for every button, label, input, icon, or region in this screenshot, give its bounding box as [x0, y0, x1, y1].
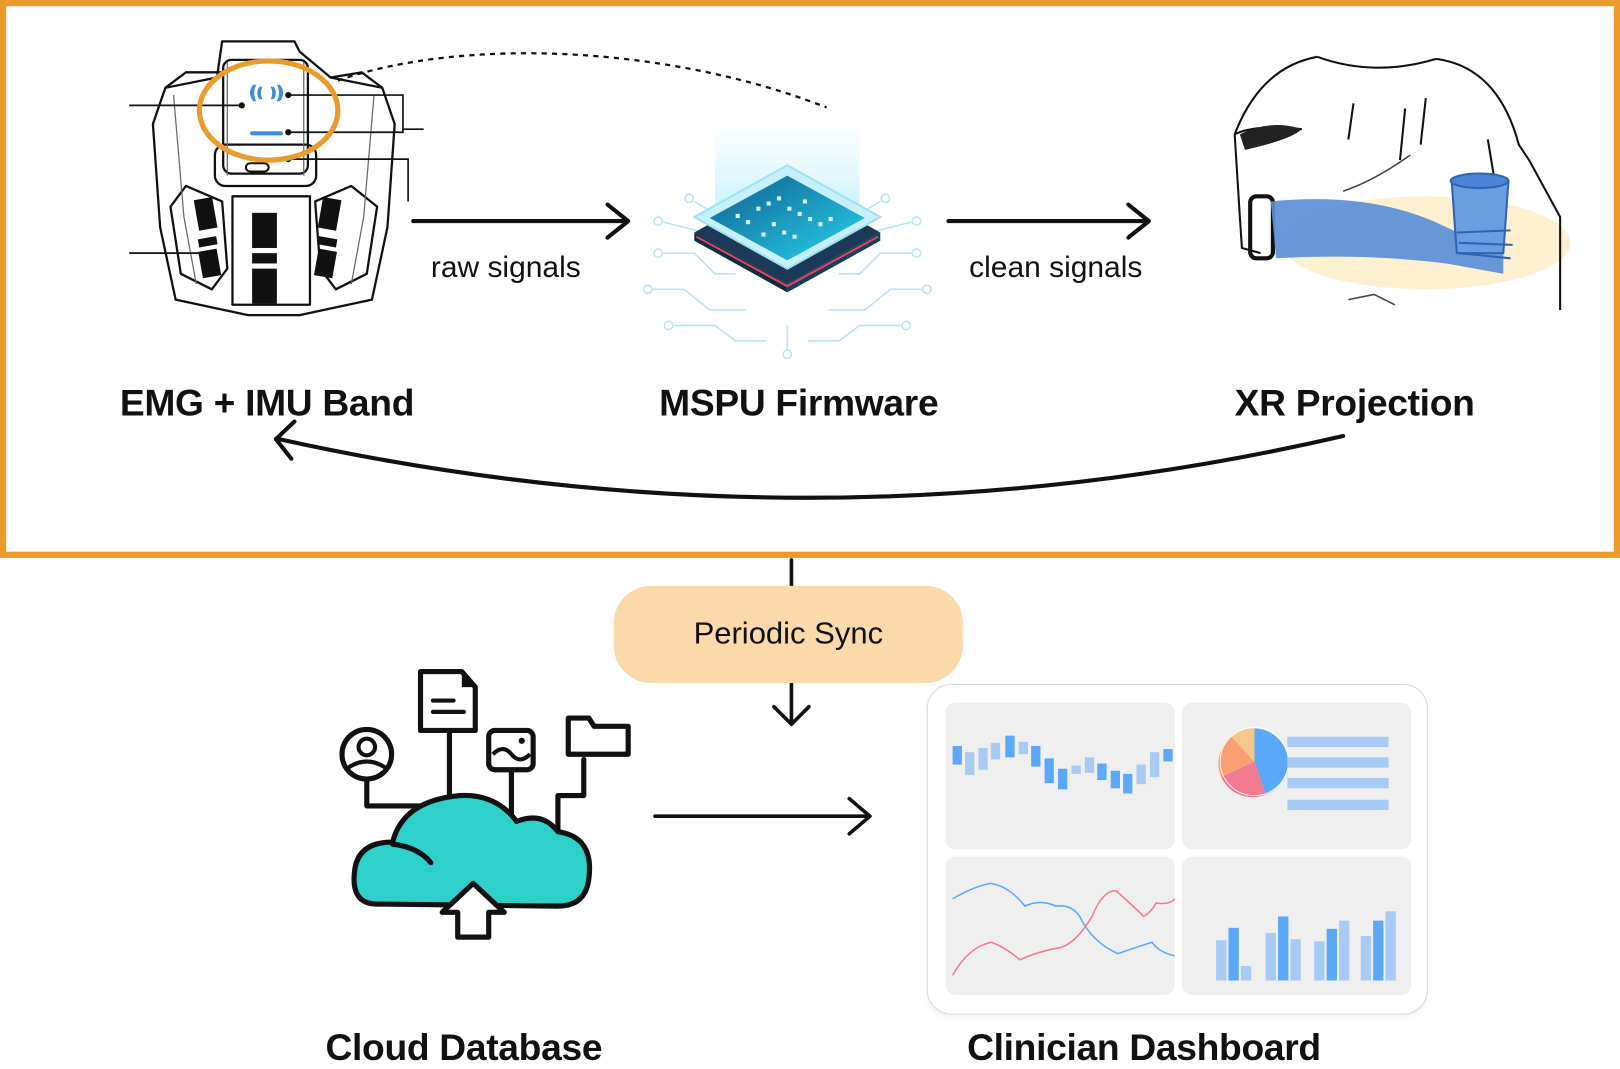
dashboard-graphics: [951, 726, 1396, 981]
line-series-blue: [952, 882, 1175, 957]
bar: [1290, 939, 1301, 981]
candle-bar: [1123, 773, 1133, 794]
candle-bar: [1136, 764, 1146, 785]
candle-bar: [1057, 768, 1068, 790]
node-label-clinician-dashboard: Clinician Dashboard: [967, 1025, 1321, 1069]
node-label-mspu-firmware: MSPU Firmware: [659, 381, 939, 424]
candle-bar: [1031, 745, 1041, 767]
bar: [1360, 936, 1372, 981]
candle-bar: [965, 752, 975, 775]
candle-bar: [1163, 749, 1173, 762]
candle-bar: [1005, 735, 1015, 758]
dashboard-panel-lines: [945, 856, 1175, 995]
candle-bar: [1071, 765, 1081, 774]
candle-bar: [990, 742, 1001, 760]
bar: [1385, 911, 1396, 981]
highlight-ring: [196, 58, 341, 163]
bar: [1216, 940, 1227, 981]
candle-bar: [1110, 770, 1120, 789]
armband-device-sketch: [129, 40, 424, 317]
line-series-red: [951, 889, 1176, 976]
edge-label-raw-signals: raw signals: [430, 251, 581, 285]
candle-bar: [1018, 741, 1029, 755]
arrow-raw-signals: [273, 202, 1346, 500]
node-label-emg-imu-band: EMG + IMU Band: [119, 381, 415, 424]
bar: [1339, 920, 1350, 981]
periodic-sync-pill: Periodic Sync: [613, 585, 963, 683]
edge-device-loop-frame: [0, 0, 1620, 558]
candle-bar: [1044, 758, 1054, 784]
candle-bar: [1084, 757, 1095, 773]
bar: [1326, 928, 1337, 981]
candle-bar: [978, 748, 988, 770]
node-label-cloud-database: Cloud Database: [325, 1025, 603, 1069]
edge-label-clean-signals: clean signals: [969, 251, 1143, 285]
candle-bar: [1149, 752, 1160, 777]
node-label-xr-projection: XR Projection: [1234, 381, 1475, 424]
dashboard-panel-pie: [1181, 702, 1412, 850]
bar: [1314, 941, 1325, 981]
bar: [1240, 966, 1252, 981]
periodic-sync-label: Periodic Sync: [693, 616, 884, 651]
candle-bar: [1097, 763, 1107, 781]
bar: [1228, 927, 1239, 981]
bar: [1278, 916, 1289, 981]
arm-hologram-sketch: [1233, 55, 1571, 310]
bar: [1265, 932, 1277, 981]
candle-bar: [952, 745, 962, 765]
dotted-connector: [337, 52, 827, 109]
microchip-illustration: [642, 129, 932, 360]
pie-chart: [1218, 726, 1289, 798]
legend-bars: [1287, 736, 1389, 811]
cloud-upload-icon: [339, 668, 631, 940]
bar: [1373, 920, 1384, 981]
